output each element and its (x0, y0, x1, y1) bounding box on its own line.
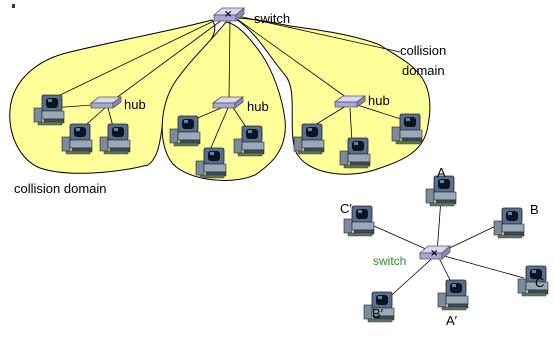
host-A-computer-icon (425, 175, 457, 207)
host-label-B-prime: B′ (372, 306, 384, 321)
switch-label-bottom: switch (373, 254, 406, 268)
host-label-C: C (535, 275, 544, 290)
collision-domain-right (232, 17, 431, 175)
host-label-C-prime: C′ (340, 201, 352, 216)
hub-right-label: hub (368, 93, 390, 108)
collision-domain-label-bottom: collision domain (14, 181, 107, 196)
host-B-computer-icon (493, 207, 525, 239)
hub-middle-label: hub (247, 99, 269, 114)
host-label-B: B (530, 202, 539, 217)
switch-label-top: switch (254, 11, 290, 26)
hub-left-label: hub (124, 97, 146, 112)
switch-bottom: × (418, 245, 452, 260)
host-A-prime-computer-icon (437, 279, 469, 311)
switch-x-icon: × (224, 9, 232, 20)
collision-domain-label-line2: domain (402, 63, 445, 78)
switch-top: × (212, 7, 246, 22)
switch-x-icon-bottom: × (430, 248, 438, 259)
bullet-mark (12, 4, 15, 8)
collision-domain-label-line1: collision (400, 43, 446, 58)
host-label-A-prime: A′ (446, 313, 458, 328)
host-label-A: A (437, 165, 446, 180)
